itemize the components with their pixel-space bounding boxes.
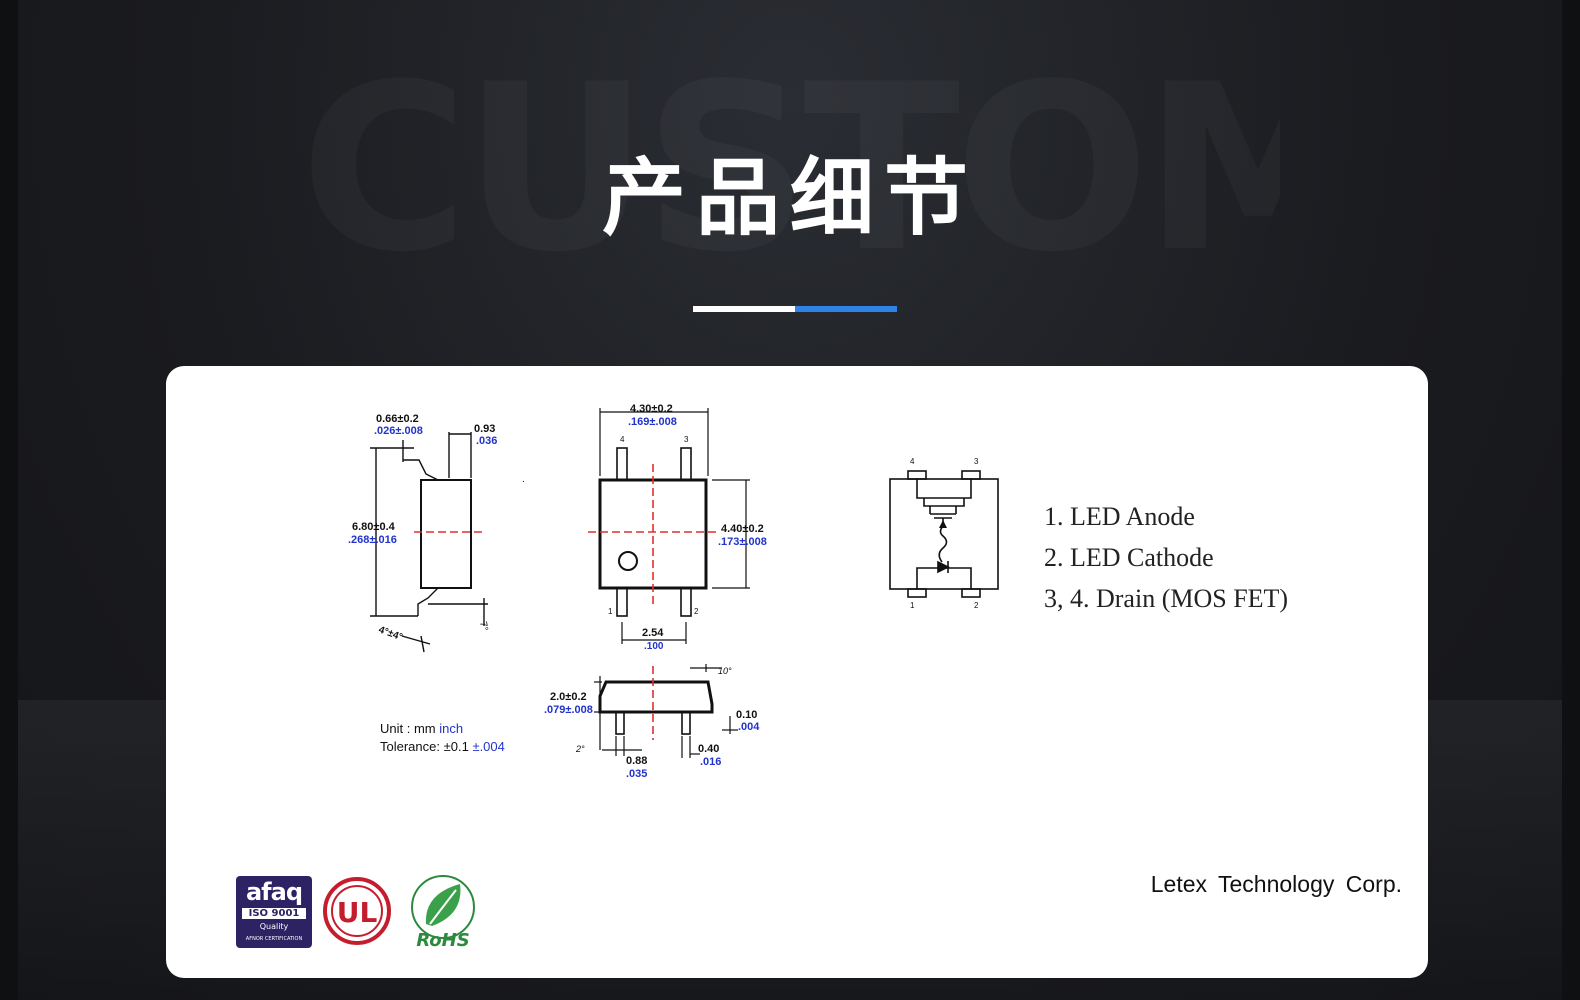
side-lead-width-mm: 0.66±0.2	[376, 413, 419, 425]
schematic-arrow-icon	[939, 520, 947, 528]
pin-legend-item: 3, 4. Drain (MOS FET)	[1044, 584, 1289, 613]
pin-legend: 1. LED Anode 2. LED Cathode 3, 4. Drain …	[1044, 496, 1288, 619]
front-lead-in: .004	[738, 721, 760, 733]
front-angle-bottom: 2°	[575, 744, 585, 754]
front-body-mm: 2.0±0.2	[550, 691, 587, 703]
front-view	[594, 664, 738, 758]
front-lead-w-mm: 0.40	[698, 743, 719, 755]
schematic-pin-1: 1	[910, 601, 915, 610]
title-underline-blue	[795, 306, 897, 312]
front-foot-mm: 0.88	[626, 755, 647, 767]
side-angle: 4°±4°	[377, 624, 404, 643]
product-detail-card: 0.66±0.2 .026±.008 0.93 .036 6.80±0.4 .2…	[166, 366, 1428, 978]
background-edge-right	[1562, 0, 1580, 1000]
side-dot: .	[522, 474, 525, 485]
package-drawing: 0.66±0.2 .026±.008 0.93 .036 6.80±0.4 .2…	[348, 403, 999, 780]
top-pin-3: 3	[684, 435, 689, 444]
pin-legend-item: 2. LED Cathode	[1044, 543, 1214, 572]
afaq-name: afaq	[245, 878, 303, 906]
schematic-pin-2: 2	[974, 601, 979, 610]
top-pitch-in: .100	[644, 641, 664, 652]
front-body-in: .079±.008	[544, 704, 593, 716]
ul-mark: UL	[337, 896, 378, 929]
front-angle-top: 10°	[718, 666, 732, 676]
afaq-std: ISO 9001	[242, 908, 306, 919]
company-name: Letex Technology Corp.	[1150, 871, 1402, 897]
schematic-pin-3: 3	[974, 457, 979, 466]
front-foot-in: .035	[626, 768, 647, 780]
rohs-logo: RoHS	[411, 875, 475, 950]
top-width-in: .169±.008	[628, 416, 677, 428]
top-length-mm: 4.40±0.2	[721, 523, 764, 535]
ul-logo: UL	[323, 877, 391, 945]
side-angle-small: 7°	[477, 621, 489, 632]
schematic-pin-4: 4	[910, 457, 915, 466]
tolerance-alt: ±.004	[472, 739, 505, 754]
tolerance-label: Tolerance: ±0.1	[380, 739, 469, 754]
top-pin-2: 2	[694, 607, 699, 616]
side-height-in: .268±.016	[348, 534, 397, 546]
top-pin-1: 1	[608, 607, 613, 616]
top-pitch-mm: 2.54	[642, 627, 664, 639]
side-standoff-mm: 0.93	[474, 423, 495, 435]
afaq-logo: afaq ISO 9001 Quality AFNOR CERTIFICATIO…	[236, 876, 312, 948]
afaq-cert: AFNOR CERTIFICATION	[245, 936, 303, 942]
afaq-sub: Quality	[259, 922, 289, 931]
front-lead-w-in: .016	[700, 756, 721, 768]
page-title: 产品细节	[601, 149, 978, 247]
top-length-in: .173±.008	[718, 536, 767, 548]
side-standoff-in: .036	[476, 435, 497, 447]
top-pin-4: 4	[620, 435, 625, 444]
side-lead-width-in: .026±.008	[374, 425, 423, 437]
unit-label: Unit : mm	[380, 721, 436, 736]
tolerance-line: Tolerance: ±0.1 ±.004	[380, 738, 505, 756]
background-edge-left	[0, 0, 18, 1000]
rohs-mark: RoHS	[416, 930, 469, 950]
pin-schematic	[889, 470, 999, 598]
front-lead-mm: 0.10	[736, 709, 757, 721]
pin-legend-item: 1. LED Anode	[1044, 502, 1195, 531]
side-view	[370, 432, 488, 653]
title-underline	[693, 306, 897, 312]
unit-line: Unit : mm inch	[380, 720, 505, 738]
unit-note: Unit : mm inch Tolerance: ±0.1 ±.004	[380, 720, 505, 756]
top-width-mm: 4.30±0.2	[630, 403, 673, 415]
title-underline-white	[693, 306, 795, 312]
unit-alt: inch	[439, 721, 464, 736]
side-height-mm: 6.80±0.4	[352, 521, 396, 533]
